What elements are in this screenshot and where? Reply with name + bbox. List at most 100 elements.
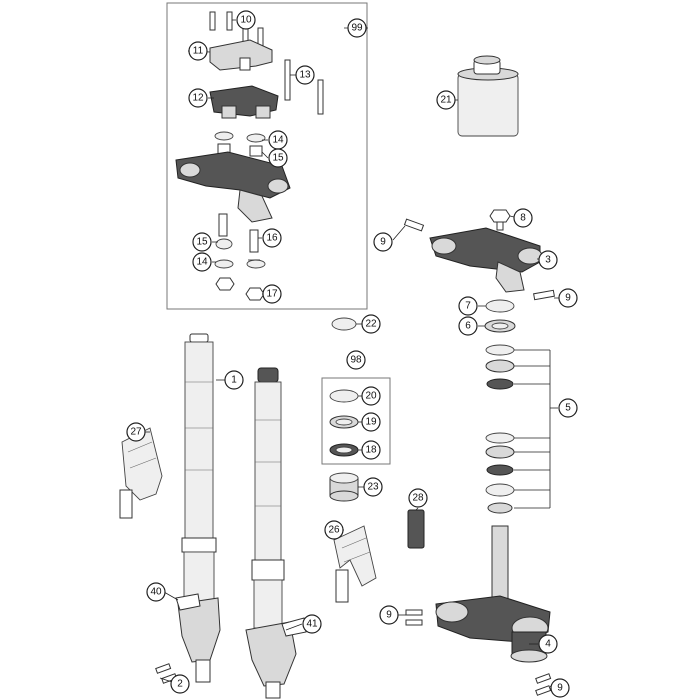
svg-text:28: 28 bbox=[412, 493, 424, 504]
callout-18: 18 bbox=[361, 440, 381, 460]
callout-11: 11 bbox=[188, 41, 208, 61]
svg-text:17: 17 bbox=[266, 289, 278, 300]
svg-text:23: 23 bbox=[367, 482, 379, 493]
bracket-5-lines bbox=[514, 349, 558, 509]
svg-text:98: 98 bbox=[350, 355, 362, 366]
svg-text:3: 3 bbox=[545, 255, 551, 266]
part-14-bushing-lower bbox=[214, 259, 266, 269]
callout-41: 41 bbox=[302, 614, 322, 634]
svg-text:10: 10 bbox=[240, 15, 252, 26]
kit-99-frame bbox=[166, 2, 368, 310]
part-27-fork-guard bbox=[119, 427, 163, 519]
part-9-bolts-c bbox=[405, 609, 423, 626]
part-9-bolts-d bbox=[535, 673, 552, 696]
svg-text:99: 99 bbox=[351, 23, 363, 34]
svg-text:15: 15 bbox=[196, 237, 208, 248]
part-9-bolt-b bbox=[533, 289, 555, 301]
svg-text:20: 20 bbox=[365, 391, 377, 402]
callout-98: 98 bbox=[346, 350, 366, 370]
svg-text:1: 1 bbox=[231, 375, 237, 386]
part-28-protector-strip bbox=[407, 509, 425, 549]
callout-8: 8 bbox=[513, 208, 533, 228]
callout-13: 13 bbox=[295, 65, 315, 85]
part-19-seal bbox=[329, 415, 359, 429]
part-16-spacers bbox=[218, 213, 259, 253]
svg-text:13: 13 bbox=[299, 70, 311, 81]
part-22-oring bbox=[331, 317, 357, 331]
callout-2: 2 bbox=[170, 674, 190, 694]
part-12-clamp-base bbox=[209, 85, 279, 119]
part-8-bolt bbox=[489, 209, 511, 231]
callout-23: 23 bbox=[363, 477, 383, 497]
svg-text:9: 9 bbox=[557, 683, 563, 694]
callout-1: 1 bbox=[224, 370, 244, 390]
upper-triple-clamp-kit bbox=[175, 151, 291, 223]
callout-9-b: 9 bbox=[558, 288, 578, 308]
part-3-upper-triple-clamp bbox=[429, 227, 543, 293]
svg-text:9: 9 bbox=[380, 237, 386, 248]
svg-text:22: 22 bbox=[365, 319, 377, 330]
callout-6: 6 bbox=[458, 316, 478, 336]
callout-26: 26 bbox=[324, 520, 344, 540]
callout-16: 16 bbox=[262, 228, 282, 248]
part-26-fork-guard bbox=[333, 525, 377, 603]
svg-text:4: 4 bbox=[545, 639, 551, 650]
svg-text:5: 5 bbox=[565, 403, 571, 414]
callout-28: 28 bbox=[408, 488, 428, 508]
part-7-ring bbox=[485, 299, 515, 313]
svg-text:2: 2 bbox=[177, 679, 183, 690]
part-1-fork-leg-right bbox=[245, 367, 297, 699]
part-40-guard-clamp bbox=[175, 593, 201, 611]
part-11-handlebar-clamp bbox=[209, 39, 273, 71]
part-17-nuts bbox=[215, 277, 265, 301]
callout-3: 3 bbox=[538, 250, 558, 270]
part-14-bushing-upper bbox=[214, 131, 266, 143]
callout-99: 99 bbox=[347, 18, 367, 38]
callout-7: 7 bbox=[458, 296, 478, 316]
callout-14-upper: 14 bbox=[268, 130, 288, 150]
callout-4: 4 bbox=[538, 634, 558, 654]
callout-5: 5 bbox=[558, 398, 578, 418]
callout-12: 12 bbox=[188, 88, 208, 108]
svg-text:14: 14 bbox=[196, 257, 208, 268]
callout-15-upper: 15 bbox=[268, 148, 288, 168]
svg-text:21: 21 bbox=[440, 95, 452, 106]
part-9-bolt-a bbox=[403, 218, 425, 232]
part-15-bushing-upper bbox=[217, 143, 263, 157]
part-5-bearing-set bbox=[485, 344, 515, 514]
part-10-screws bbox=[209, 11, 264, 47]
svg-text:6: 6 bbox=[465, 321, 471, 332]
callout-21: 21 bbox=[436, 90, 456, 110]
svg-text:15: 15 bbox=[272, 153, 284, 164]
part-6-seal bbox=[484, 319, 516, 333]
part-13-long-bolts bbox=[284, 59, 324, 115]
callout-layer: 10 99 11 13 12 21 14 15 8 16 15 9 3 14 1… bbox=[126, 10, 578, 698]
callout-20: 20 bbox=[361, 386, 381, 406]
svg-text:40: 40 bbox=[150, 587, 162, 598]
svg-text:27: 27 bbox=[130, 427, 142, 438]
callout-9-c: 9 bbox=[379, 605, 399, 625]
svg-text:18: 18 bbox=[365, 445, 377, 456]
callout-9-d: 9 bbox=[550, 678, 570, 698]
callout-40: 40 bbox=[146, 582, 166, 602]
callout-10: 10 bbox=[236, 10, 256, 30]
svg-text:7: 7 bbox=[465, 301, 471, 312]
svg-text:16: 16 bbox=[266, 233, 278, 244]
callout-19: 19 bbox=[361, 412, 381, 432]
svg-text:26: 26 bbox=[328, 525, 340, 536]
callout-27: 27 bbox=[126, 422, 146, 442]
callout-17: 17 bbox=[262, 284, 282, 304]
svg-text:19: 19 bbox=[365, 417, 377, 428]
kit-98-frame bbox=[321, 377, 391, 465]
part-15-bushing-lower bbox=[215, 238, 233, 250]
svg-text:8: 8 bbox=[520, 213, 526, 224]
part-1-fork-leg-left bbox=[177, 333, 221, 683]
svg-text:9: 9 bbox=[565, 293, 571, 304]
callout-14-lower: 14 bbox=[192, 252, 212, 272]
callout-15-lower: 15 bbox=[192, 232, 212, 252]
svg-text:14: 14 bbox=[272, 135, 284, 146]
svg-text:41: 41 bbox=[306, 619, 318, 630]
callout-22: 22 bbox=[361, 314, 381, 334]
svg-text:12: 12 bbox=[192, 93, 204, 104]
